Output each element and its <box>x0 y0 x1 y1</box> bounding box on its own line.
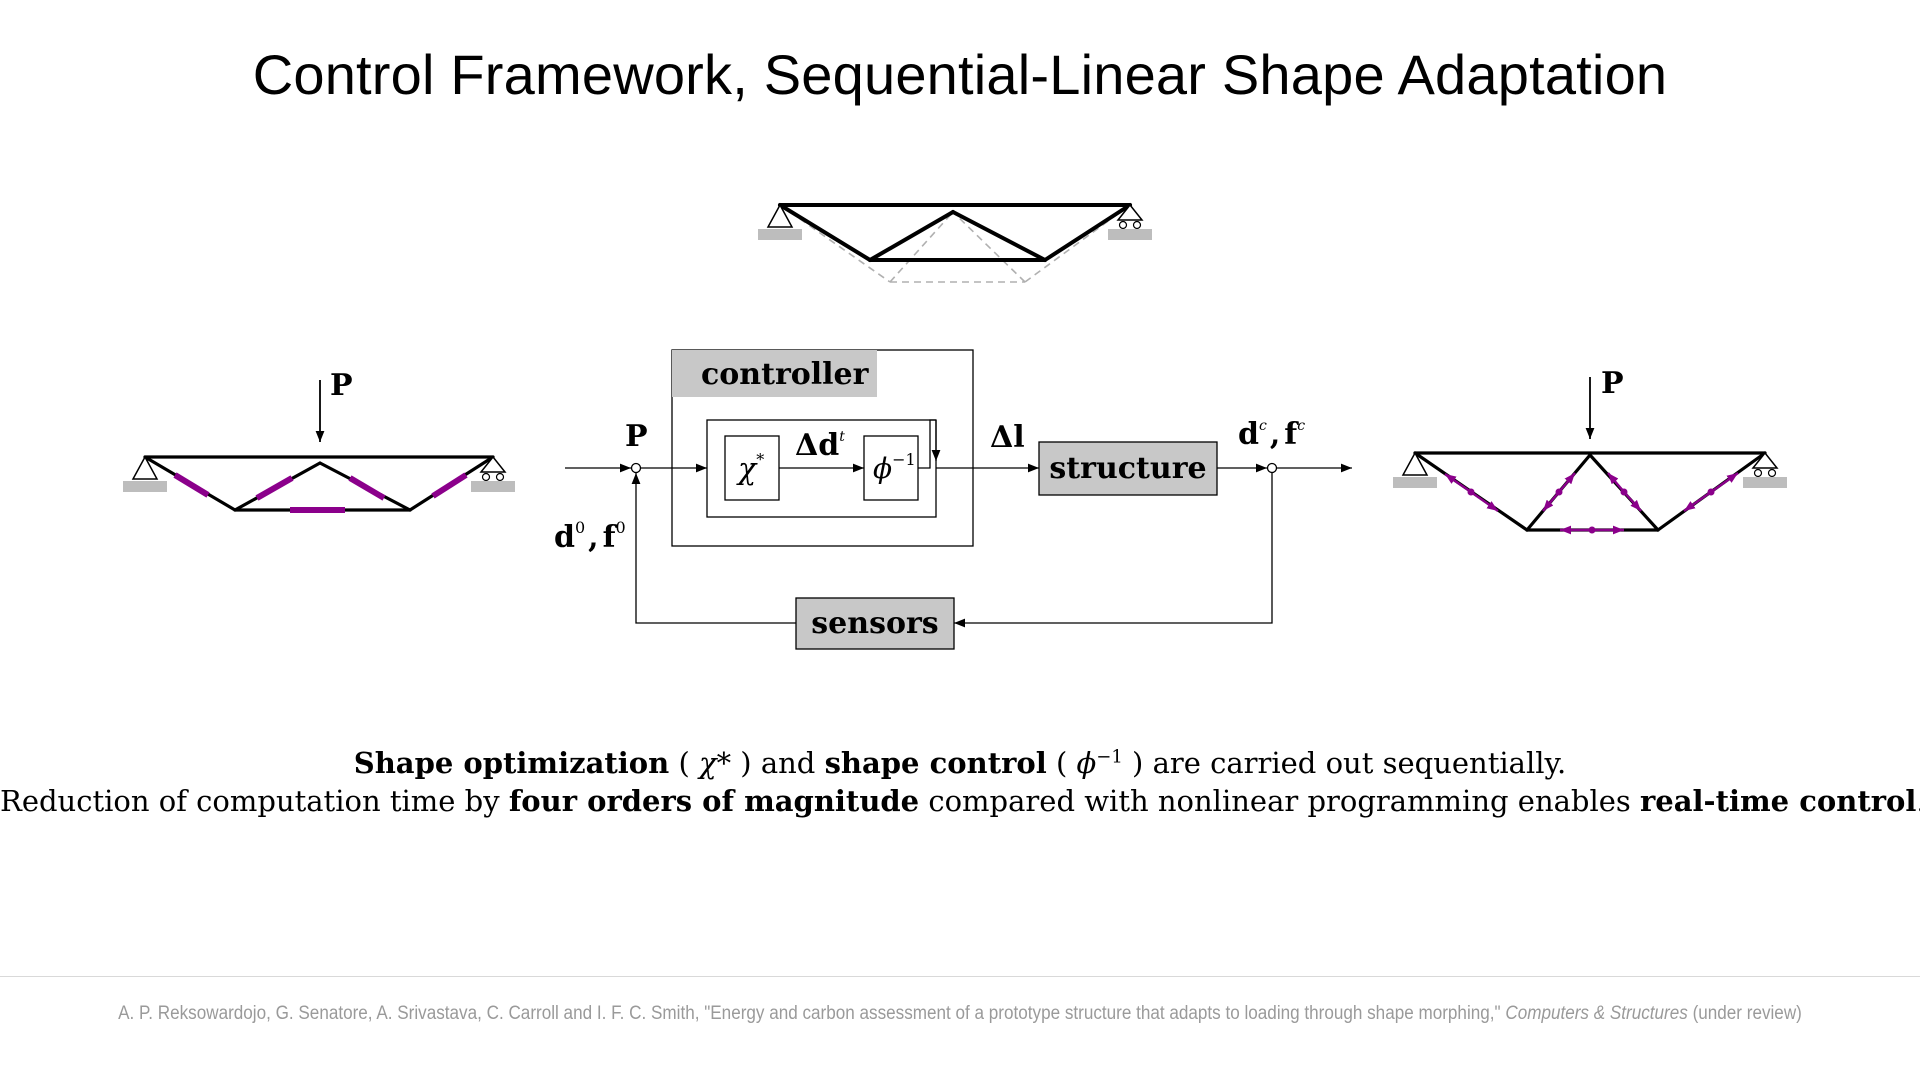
structure-block <box>1038 441 1218 496</box>
optimizer-symbol: χ* <box>736 450 764 487</box>
actuator-arrows <box>1444 472 1739 535</box>
input-junction <box>630 462 642 474</box>
pin-support-icon <box>758 203 802 240</box>
input-load-label: P <box>625 419 648 454</box>
summary-line-2: Reduction of computation time by four or… <box>0 784 1920 818</box>
controller-label: controller <box>701 357 870 392</box>
sensors-block <box>795 597 955 650</box>
inner-feedthrough-arrow <box>918 419 936 469</box>
roller-support-icon <box>1743 451 1787 488</box>
delta-d-label: Δdt <box>795 428 845 463</box>
summary-line-1: Shape optimization ( χ* ) and shape cont… <box>353 746 1567 780</box>
pin-support-icon <box>123 455 167 492</box>
right-load-label: P <box>1601 366 1624 401</box>
controller-label-box <box>672 350 877 397</box>
optimizer-symbol-inline: χ* <box>699 746 732 780</box>
inverse-symbol-inline: ϕ <box>1076 746 1097 780</box>
summary-bold: shape control <box>824 746 1047 780</box>
inverse-model-symbol: ϕ−1 <box>873 450 916 485</box>
pin-support-icon <box>1393 451 1437 488</box>
feedback-to-junction-arrow <box>631 473 796 624</box>
slide-title: Control Framework, Sequential-Linear Sha… <box>252 43 1668 106</box>
initial-signal-label: d0,f0 <box>554 518 626 555</box>
summary-bold: real-time control <box>1640 784 1917 818</box>
journal-name: Computers & Structures <box>1505 1003 1688 1024</box>
summary-bold: Shape optimization <box>353 746 670 780</box>
feedback-to-sensors-arrow <box>954 473 1273 628</box>
top-truss <box>758 203 1152 283</box>
output-junction <box>1266 462 1278 474</box>
left-truss: P <box>123 368 515 513</box>
right-truss: P <box>1393 366 1787 535</box>
summary-bold: four orders of magnitude <box>508 784 920 818</box>
footer-divider <box>0 976 1920 977</box>
roller-support-icon <box>471 455 515 492</box>
block-diagram: controller χ* ϕ−1 structure sensors <box>554 349 1352 650</box>
structure-label: structure <box>1049 451 1206 486</box>
reference-shape <box>779 204 1131 283</box>
left-load-label: P <box>330 368 353 403</box>
roller-support-icon <box>1108 203 1152 240</box>
sensors-label: sensors <box>811 606 938 641</box>
adapted-shape <box>778 203 1132 262</box>
citation-footer: A. P. Reksowardojo, G. Senatore, A. Sriv… <box>118 1003 1802 1024</box>
optimizer-block <box>724 435 780 501</box>
delta-l-label: Δl <box>990 420 1025 455</box>
actuator-elements <box>173 472 468 513</box>
output-signal-label: dc,fc <box>1238 417 1305 452</box>
